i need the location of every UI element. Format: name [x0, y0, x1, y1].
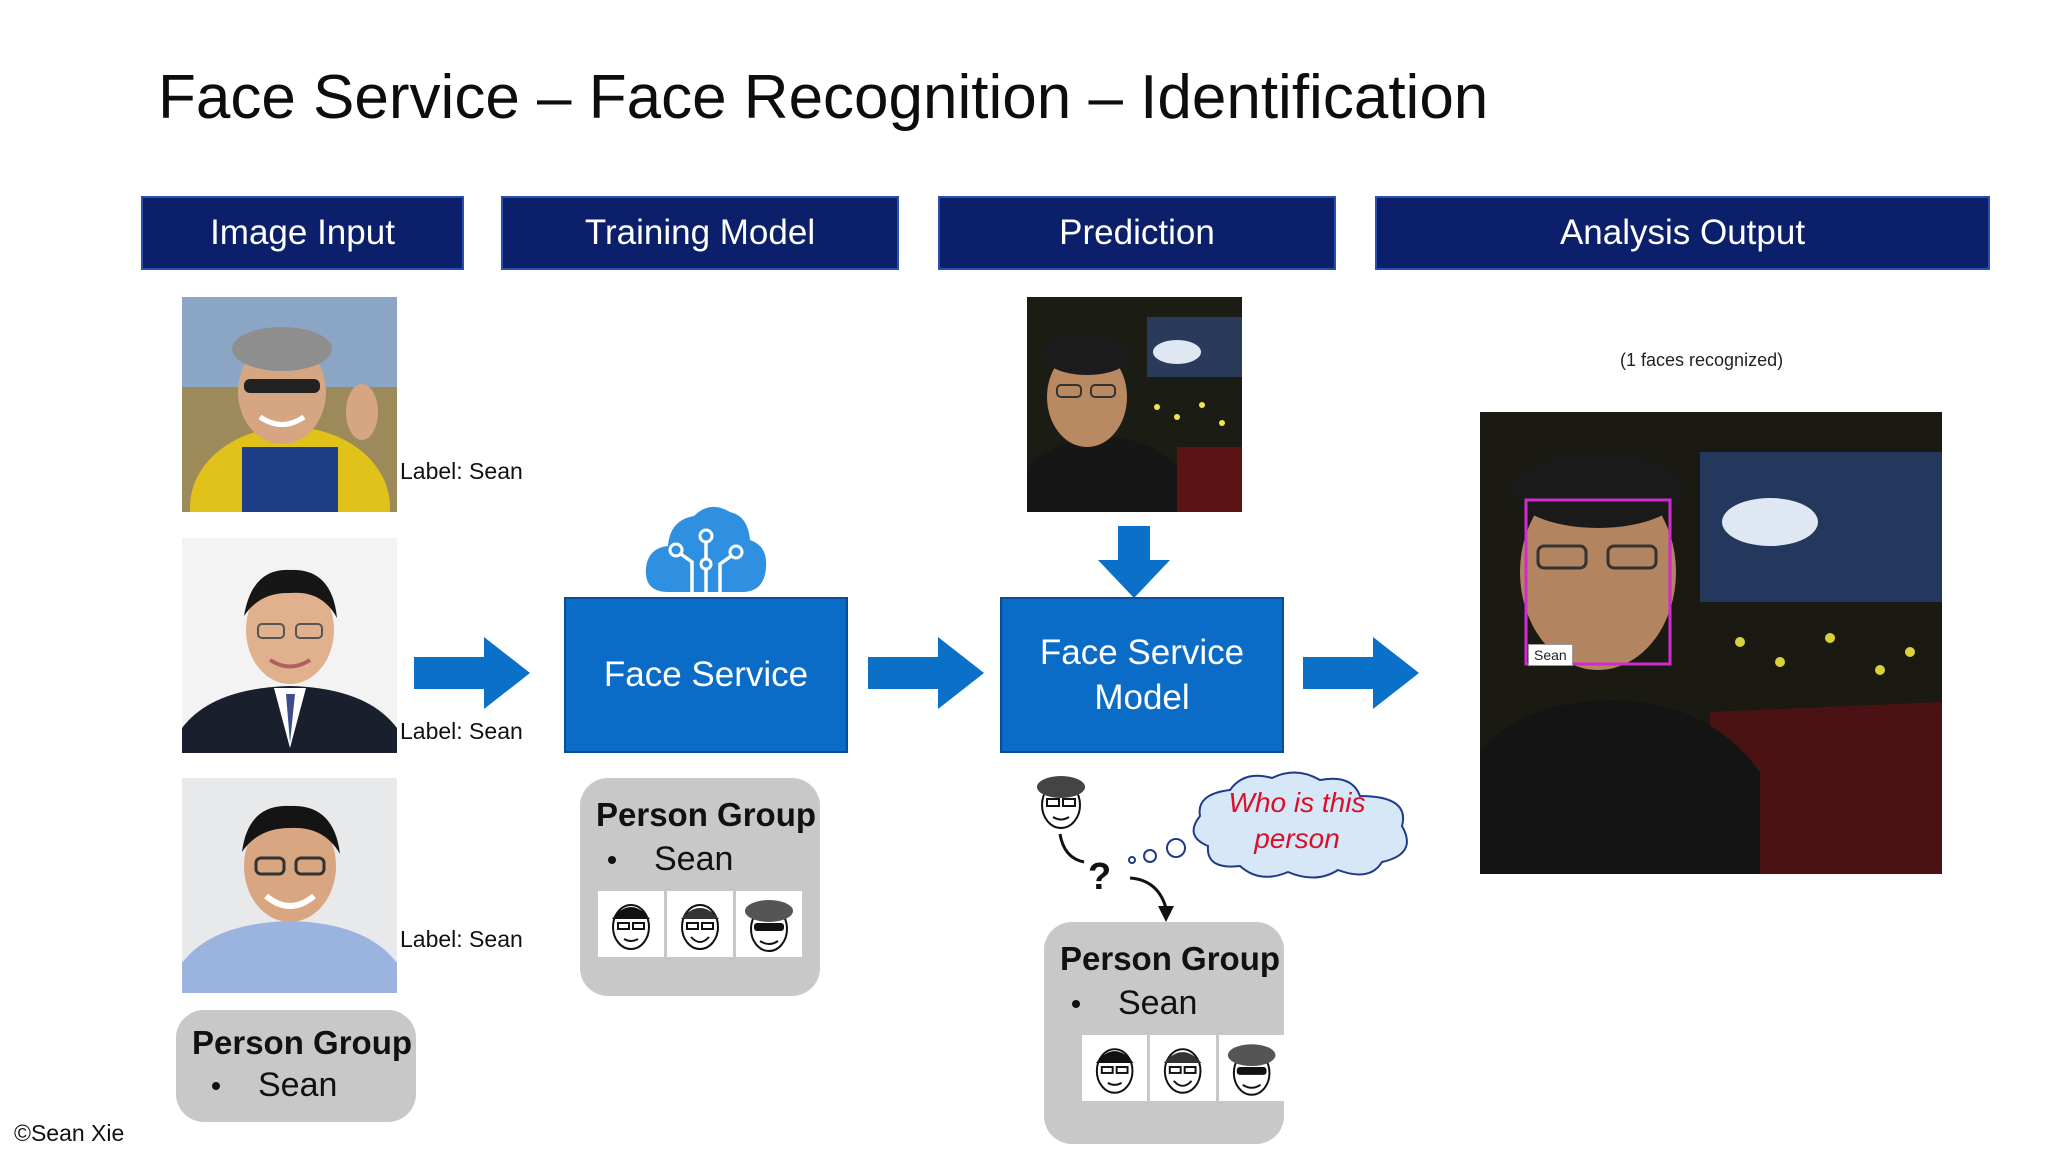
face-sketch-icon: [1082, 1035, 1148, 1101]
bullet-icon: [212, 1081, 220, 1090]
face-sketch-icon: [1218, 1035, 1284, 1101]
input-label-1: Label: Sean: [400, 458, 523, 484]
arrow-down-icon: [1098, 526, 1170, 598]
face-sketch-strip: [598, 891, 820, 957]
input-label-3: Label: Sean: [400, 926, 523, 952]
face-sketch-strip: [1082, 1035, 1284, 1101]
query-face-sketch-icon: [1027, 767, 1095, 835]
header-image-input: Image Input: [141, 196, 464, 270]
input-person-group: Person Group Sean: [176, 1010, 416, 1122]
question-flow-arrows: [1058, 833, 1174, 922]
arrow-right-icon: [414, 637, 530, 709]
bullet-icon: [608, 855, 616, 864]
face-tag: Sean: [1528, 644, 1573, 666]
page-title: Face Service – Face Recognition – Identi…: [158, 63, 1489, 132]
input-photo-suit: [182, 538, 397, 753]
input-photo-outdoor: [182, 297, 397, 512]
person-group-member: Sean: [596, 840, 820, 879]
header-analysis-output: Analysis Output: [1375, 196, 1990, 270]
face-sketch-icon: [598, 891, 664, 957]
face-sketch-icon: [1150, 1035, 1216, 1101]
face-service-model-box: Face Service Model: [1000, 597, 1284, 753]
header-prediction: Prediction: [938, 196, 1336, 270]
face-service-box: Face Service: [564, 597, 848, 753]
face-sketch-icon: [667, 891, 733, 957]
faces-recognized-caption: (1 faces recognized): [1620, 350, 1784, 370]
face-sketch-icon: [736, 891, 802, 957]
person-group-title: Person Group: [596, 796, 817, 833]
prediction-person-group: Person Group Sean: [1044, 922, 1284, 1144]
input-label-2: Label: Sean: [400, 718, 523, 744]
person-group-title: Person Group: [192, 1024, 413, 1061]
person-group-member: Sean: [1060, 984, 1284, 1023]
person-group-member: Sean: [192, 1066, 416, 1105]
thought-text: Who is this person: [1228, 787, 1366, 855]
question-mark: ?: [1088, 856, 1112, 898]
header-training-model: Training Model: [501, 196, 899, 270]
prediction-photo: [1027, 297, 1242, 512]
input-photo-shirt: [182, 778, 397, 993]
arrow-right-icon: [868, 637, 984, 709]
arrow-right-icon: [1303, 637, 1419, 709]
bullet-icon: [1072, 999, 1080, 1008]
copyright: ©Sean Xie: [14, 1120, 125, 1146]
cloud-ai-icon: [645, 506, 767, 592]
person-group-title: Person Group: [1060, 940, 1281, 977]
thought-cloud-icon: [1128, 771, 1408, 879]
output-photo: [1480, 412, 1942, 874]
training-person-group: Person Group Sean: [580, 778, 820, 996]
